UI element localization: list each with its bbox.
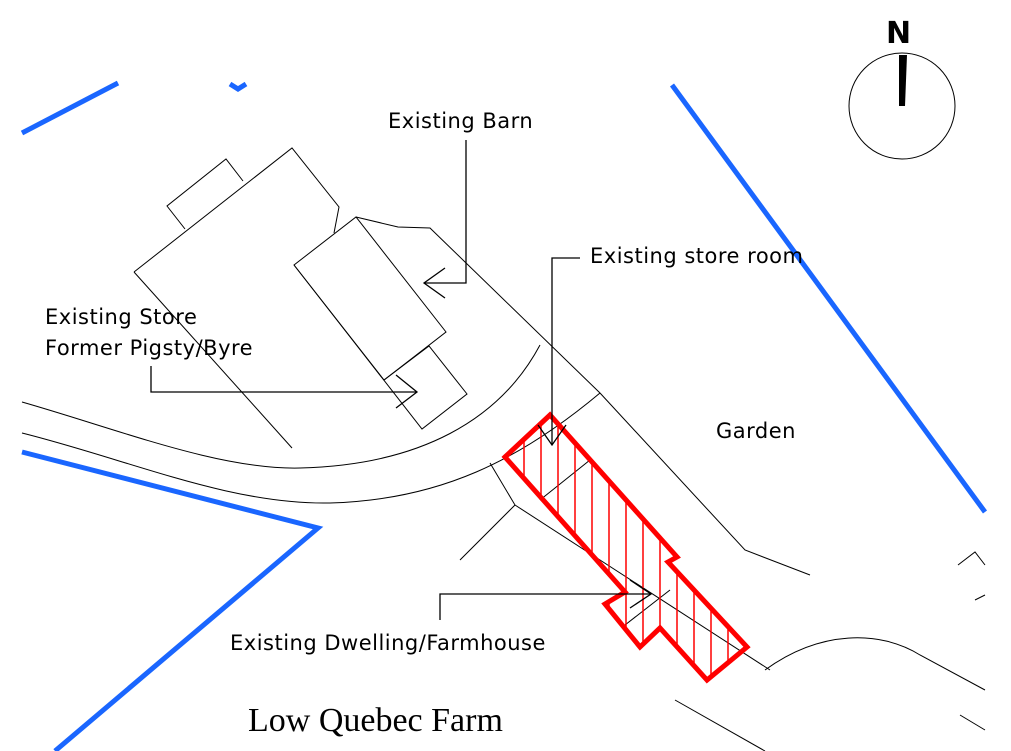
dwelling-highlight [501,411,751,684]
leader-lines [150,140,653,620]
label-garden: Garden [716,419,796,443]
linework [21,147,986,751]
label-existing-store: Existing Store [45,305,198,329]
label-existing-store-room: Existing store room [590,244,804,268]
plan-title: Low Quebec Farm [248,702,503,739]
north-label: N [886,16,912,51]
label-existing-dwelling: Existing Dwelling/Farmhouse [230,631,546,655]
boundary-lines [20,80,988,751]
label-existing-barn: Existing Barn [388,109,534,133]
north-arrow [848,52,956,160]
label-former-pigsty: Former Pigsty/Byre [45,336,254,360]
